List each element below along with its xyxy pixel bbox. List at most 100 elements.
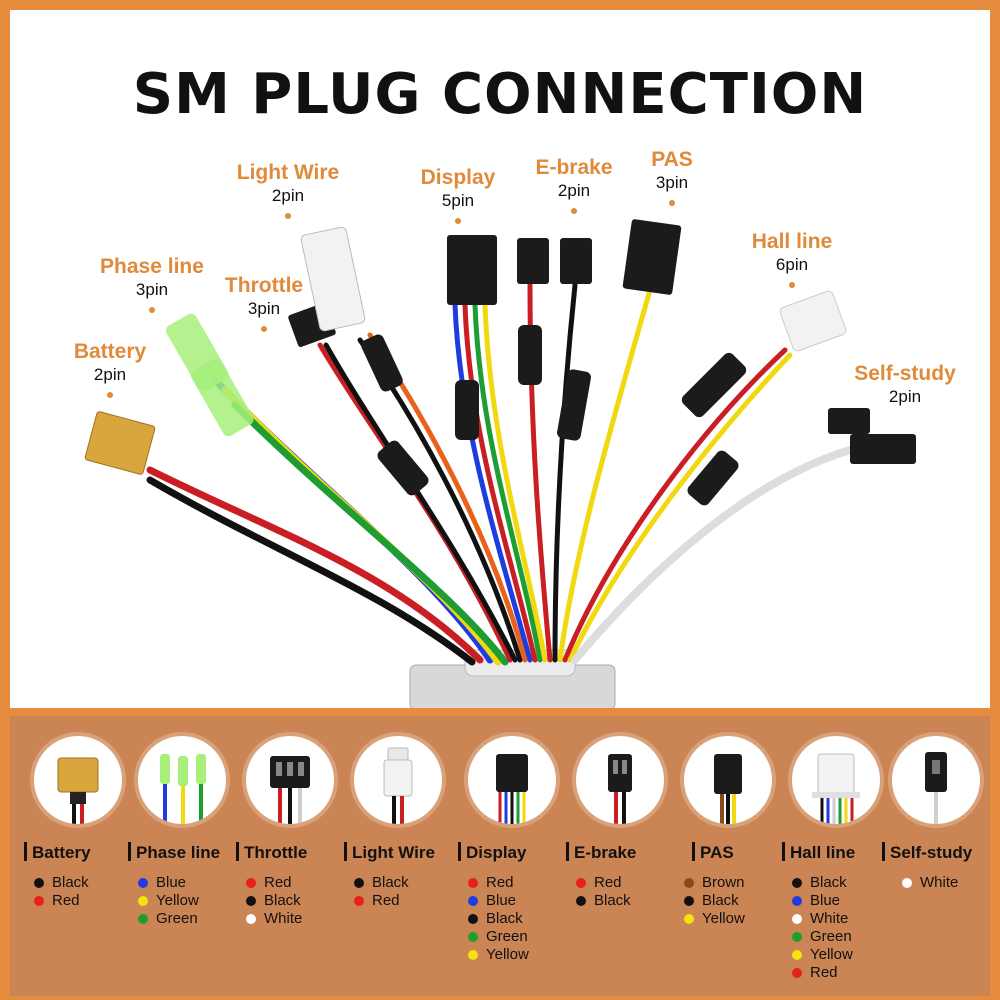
wire-color-item: Green [792, 928, 853, 946]
heat-shrink-sleeve [681, 352, 747, 418]
legend-title-e-brake: E-brake [574, 843, 637, 862]
legend-title-pas: PAS [700, 843, 734, 862]
wire-color-list: Red Black White [246, 874, 302, 928]
wire-color-item: Yellow [468, 946, 529, 964]
page-title: SM PLUG CONNECTION [132, 62, 868, 127]
wire-color-item: Black [684, 892, 745, 910]
wire-color-item: Black [354, 874, 409, 892]
legend-title-phase-line: Phase line [136, 843, 221, 862]
5pin-plug-icon [464, 732, 560, 828]
callout-hall-line: Hall line 6pin [712, 230, 872, 288]
wire-color-item: Green [468, 928, 529, 946]
wire-color-item: Yellow [684, 910, 745, 928]
light-wire-connector [300, 226, 366, 332]
wire-color-item: Red [468, 874, 529, 892]
callout-dot [789, 282, 795, 288]
heat-shrink-sleeve [687, 450, 739, 506]
wire-color-item: Blue [138, 874, 199, 892]
callout-dot [107, 392, 113, 398]
wire-color-item: Red [246, 874, 302, 892]
pas-yellow-wire [557, 287, 653, 663]
ebrake-connector-b [560, 238, 592, 284]
wire-color-item: Yellow [138, 892, 199, 910]
wire-color-list: Brown Black Yellow [684, 874, 745, 928]
callout-self-study: Self-study 2pin [854, 362, 956, 406]
hall-red-wire [562, 347, 788, 663]
color-swatch [792, 932, 802, 942]
wire-color-item: Black [246, 892, 302, 910]
3pin-plug-icon [242, 732, 338, 828]
color-swatch [354, 896, 364, 906]
wire-color-item: Red [34, 892, 89, 910]
wire-color-list: Black Blue White Green Yellow Red [792, 874, 853, 982]
phase-green-wire [231, 401, 509, 666]
callout-dot [149, 307, 155, 313]
hall-connector [779, 290, 847, 352]
wire-color-list: Red Blue Black Green Yellow [468, 874, 529, 964]
callout-dot [455, 218, 461, 224]
color-swatch [468, 914, 478, 924]
callout-phase-line: Phase line 3pin [72, 255, 232, 313]
connector-legend-panel: Battery Black Red Phase line Blue Yellow… [10, 716, 990, 996]
wire-color-list: Blue Yellow Green [138, 874, 199, 928]
wire-color-list: Red Black [576, 874, 631, 910]
callout-dot [669, 200, 675, 206]
display-yellow-wire [482, 302, 548, 663]
wiring-harness-illustration [84, 219, 916, 708]
legend-title-light-wire: Light Wire [352, 843, 435, 862]
2pin-plug-icon [888, 732, 984, 828]
selfstudy-connector-b [850, 434, 916, 464]
wire-color-item: Red [792, 964, 853, 982]
wire-color-list: White [902, 874, 958, 892]
2pin-plug-icon [572, 732, 668, 828]
2pin-white-plug-icon [350, 732, 446, 828]
heat-shrink-sleeve [361, 334, 403, 392]
selfstudy-connector-a [828, 408, 870, 434]
wire-color-item: Black [34, 874, 89, 892]
battery-connector [84, 411, 156, 475]
callout-dot [261, 326, 267, 332]
ebrake-black-wire [552, 282, 578, 663]
wire-color-list: Black Red [354, 874, 409, 910]
wire-color-item: Yellow [792, 946, 853, 964]
color-swatch [468, 878, 478, 888]
heat-shrink-sleeve [518, 325, 542, 385]
bullet-plug-icon [134, 732, 230, 828]
callout-dot [285, 213, 291, 219]
wire-color-item: Black [792, 874, 853, 892]
wire-color-item: Green [138, 910, 199, 928]
callout-dot [571, 208, 577, 214]
color-swatch [354, 878, 364, 888]
wire-color-item: Red [354, 892, 409, 910]
wire-color-item: Red [576, 874, 631, 892]
color-swatch [138, 914, 148, 924]
legend-title-hall-line: Hall line [790, 843, 856, 862]
heat-shrink-sleeve [455, 380, 479, 440]
wire-color-list: Black Red [34, 874, 89, 910]
battery-black-wire [146, 476, 476, 666]
color-swatch [468, 896, 478, 906]
wire-color-item: Blue [468, 892, 529, 910]
wire-color-item: Blue [792, 892, 853, 910]
color-swatch [902, 878, 912, 888]
callout-display: Display 5pin [378, 166, 538, 224]
display-green-wire [472, 302, 543, 663]
wiring-photo-panel: SM PLUG CONNECTION [10, 10, 990, 708]
wire-color-item: Brown [684, 874, 745, 892]
color-swatch [246, 914, 256, 924]
legend-title-display: Display [466, 843, 527, 862]
color-swatch [792, 968, 802, 978]
display-blue-wire [452, 302, 533, 663]
color-swatch [792, 914, 802, 924]
hall-yellow-wire [567, 352, 793, 663]
color-swatch [468, 950, 478, 960]
color-swatch [792, 950, 802, 960]
callout-pas: PAS 3pin [592, 148, 752, 206]
xt60-plug-icon [30, 732, 126, 828]
color-swatch [792, 896, 802, 906]
legend-title-self-study: Self-study [890, 843, 973, 862]
wire-color-item: Black [468, 910, 529, 928]
legend-title-battery: Battery [32, 843, 91, 862]
callout-light-wire: Light Wire 2pin [208, 161, 368, 219]
